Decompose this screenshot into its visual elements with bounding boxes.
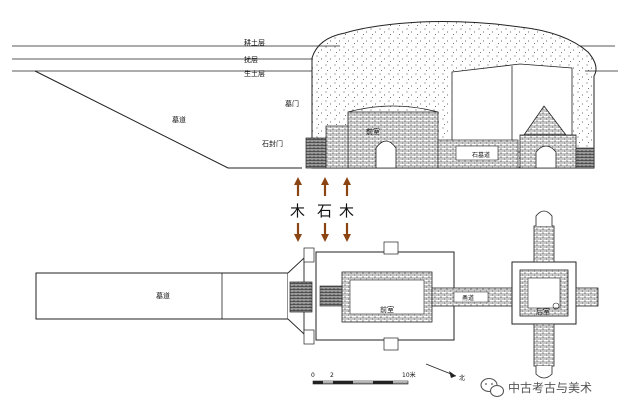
rear-chamber-arch xyxy=(535,145,557,169)
wechat-icon xyxy=(480,377,505,398)
north-arrow: 北 xyxy=(425,363,465,382)
material-indicators: 木 石 木 xyxy=(290,177,354,242)
label-plan-rear-chamber: 后室 xyxy=(536,307,550,316)
passage-ramp xyxy=(34,70,302,169)
label-plan-corridor: 甬道 xyxy=(462,294,474,302)
label-tomb-mouth: 墓门 xyxy=(285,99,299,108)
plan-rear-niche-bottom xyxy=(533,323,555,367)
scale-bar: 0 2 10米 xyxy=(311,371,416,385)
scale-tick-2: 2 xyxy=(330,372,334,379)
label-disturbed-layer: 扰层 xyxy=(244,55,258,64)
label-cultivated-layer: 耕土层 xyxy=(244,38,265,47)
front-chamber-vault xyxy=(347,105,439,113)
material-label-stone: 石 xyxy=(317,202,332,220)
watermark: 中古考古与美术 xyxy=(480,377,592,398)
watermark-text: 中古考古与美术 xyxy=(508,380,592,395)
stone-door-block xyxy=(305,137,327,169)
label-raw-soil-layer: 生土层 xyxy=(244,69,265,78)
plan-entrance-block xyxy=(289,281,313,313)
scale-tick-0: 0 xyxy=(311,372,315,379)
plan-rear-east-passage xyxy=(575,287,599,307)
front-chamber-arch xyxy=(375,140,397,169)
label-stone-door: 石封门 xyxy=(262,139,283,148)
label-section-note: 石墓道 xyxy=(472,151,490,159)
arrow-pair-left xyxy=(294,177,302,242)
door-lintel xyxy=(325,125,349,169)
scale-tick-10: 10米 xyxy=(402,371,416,379)
north-label: 北 xyxy=(459,374,465,382)
material-label-wood-right: 木 xyxy=(339,202,354,220)
corridor-cavity xyxy=(455,145,499,161)
plan-rear-niche-top xyxy=(533,225,555,263)
arrow-pair-middle xyxy=(321,177,329,242)
plan-drawing: 墓道 前室 后室 甬道 xyxy=(35,210,599,379)
label-plan-front-chamber: 前室 xyxy=(380,305,394,314)
label-section-front-chamber: 前室 xyxy=(366,127,380,136)
label-section-passage: 墓道 xyxy=(172,115,186,124)
label-plan-passage: 墓道 xyxy=(156,291,170,300)
arrow-pair-right xyxy=(343,177,351,242)
material-label-wood-left: 木 xyxy=(290,202,305,220)
section-drawing: 耕土层 扰层 生土层 墓道 墓门 石封门 前室 石墓道 xyxy=(12,21,618,169)
